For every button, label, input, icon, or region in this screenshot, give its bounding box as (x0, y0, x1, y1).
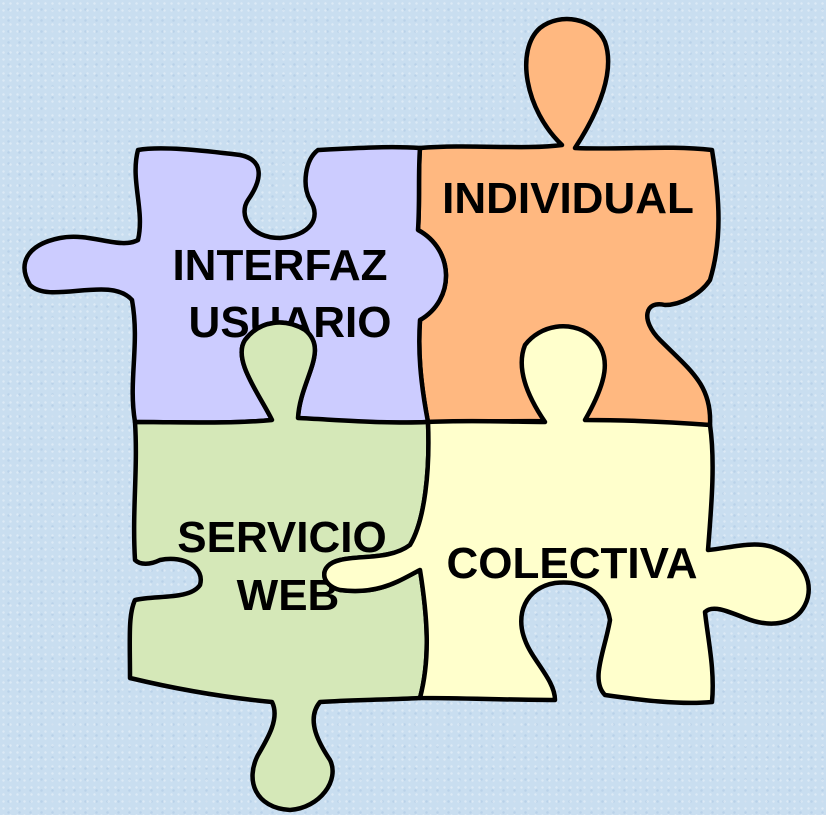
label-web: WEB (237, 571, 340, 620)
label-individual: INDIVIDUAL (442, 174, 694, 223)
label-colectiva: COLECTIVA (447, 539, 698, 588)
piece-servicio-shape (127, 320, 431, 813)
piece-colectiva: COLECTIVA (322, 324, 811, 706)
piece-servicio-web: SERVICIO WEB (127, 320, 431, 813)
label-interfaz: INTERFAZ (172, 241, 387, 290)
piece-interfaz-usuario: INTERFAZ USUARIO (22, 144, 449, 425)
label-servicio: SERVICIO (177, 513, 386, 562)
piece-individual: INDIVIDUAL (415, 16, 721, 428)
piece-colectiva-shape (322, 324, 811, 706)
